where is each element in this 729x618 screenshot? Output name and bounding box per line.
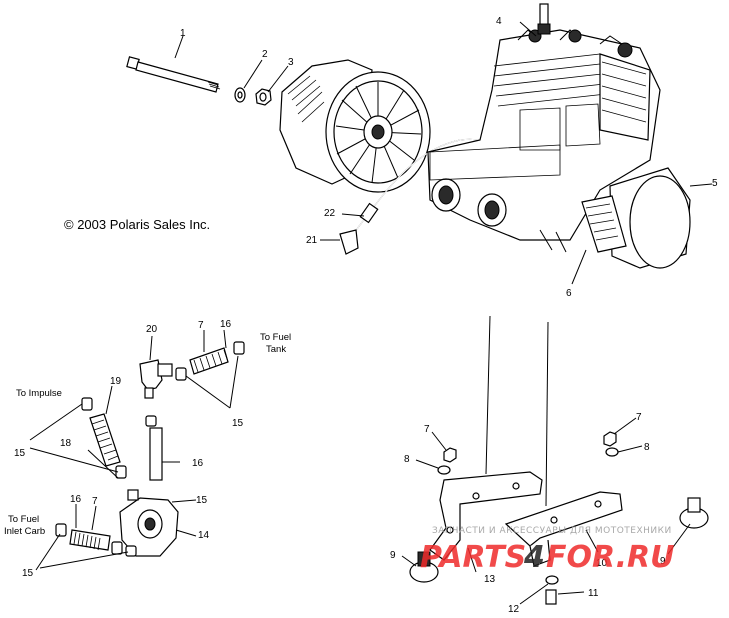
cover-part-5 [609,167,713,269]
label-19: 19 [110,376,122,387]
label-1: 1 [180,28,186,39]
label-17-upper: 7 [198,320,204,331]
label-17-lower: 7 [92,496,98,507]
leader-15-upper-a [185,375,231,409]
label-9-left: 9 [390,550,396,561]
leader-15-left-a [29,403,83,441]
clamp-19-top [81,397,93,411]
bolt-part-1 [126,35,221,93]
sensor-part-4 [519,3,551,37]
clip-part-21 [320,229,359,255]
guide-line-a [485,315,491,475]
clamp-upper-right [233,341,245,355]
label-5: 5 [712,178,718,189]
washer-part-8-left [415,459,451,475]
clamp-19-bottom [115,465,127,479]
label-8-left: 8 [404,454,410,465]
watermark-mid: 4 [523,540,545,575]
part-labels: 1 2 3 4 5 6 22 21 20 7 16 15 19 18 15 16… [14,16,718,615]
washer-part-12 [519,575,559,605]
label-4: 4 [496,16,502,27]
leader-15-bottom-b [39,551,129,569]
bolt-part-11 [545,589,585,605]
label-20: 20 [146,324,158,335]
label-7-right: 7 [636,412,642,423]
label-16-lower: 16 [70,494,82,505]
label-18: 18 [60,438,72,449]
fitting-lower [125,545,137,557]
label-6: 6 [566,288,572,299]
note-to-impulse: To Impulse [16,388,62,399]
copyright-text: © 2003 Polaris Sales Inc. [64,217,210,232]
label-14: 14 [198,530,210,541]
washer-part-8-right [605,445,643,457]
label-7-left: 7 [424,424,430,435]
label-8-right: 8 [644,442,650,453]
isolator-part-9-left [401,551,439,583]
note-to-fuel-tank-2: Tank [266,344,286,355]
fuel-pump-part-14 [119,489,197,557]
label-21: 21 [306,235,318,246]
guide-line-b [545,321,549,507]
label-10: 10 [596,558,608,569]
drive-clutch [279,59,431,193]
leader-15-upper-b [229,355,239,409]
leader-15-left-b [29,447,119,473]
label-16-middle: 16 [192,458,204,469]
engine-block [427,29,661,253]
clamp-lower-left [55,523,67,537]
mount-bracket-part-10 [504,491,623,567]
label-9-right: 9 [660,556,666,567]
hose-lower-part-17 [69,504,111,551]
note-to-fuel-inlet-1: To Fuel [8,514,39,525]
hose-upper-part-17 [189,329,229,375]
nut-part-7-right [603,417,637,447]
clamp-upper-left [175,367,187,381]
note-to-fuel-tank-1: To Fuel [260,332,291,343]
watermark-tagline: ЗАПЧАСТИ И АКСЕССУАРЫ ДЛЯ МОТОТЕХНИКИ [432,526,672,536]
washer-part-2 [234,59,263,103]
label-16-upper: 16 [220,319,232,330]
isolator-part-9-right [667,497,709,555]
watermark-right: FOR.RU [546,540,675,575]
label-15-left: 15 [14,448,26,459]
label-3: 3 [288,57,294,68]
mount-bracket-part-13 [429,471,543,573]
label-12: 12 [508,604,520,615]
label-15-right: 15 [196,495,208,506]
label-15-upper: 15 [232,418,244,429]
label-2: 2 [262,49,268,60]
watermark: ЗАПЧАСТИ И АКСЕССУАРЫ ДЛЯ МОТОТЕХНИКИ PA… [420,526,675,575]
label-11: 11 [588,588,599,599]
clamp-lower-right [111,541,123,555]
fuel-valve-part-20 [139,335,173,399]
note-to-fuel-inlet-2: Inlet Carb [4,526,45,537]
nut-part-7-left [431,431,457,463]
clamp-middle [145,415,157,427]
hose-part-16-middle [149,427,180,481]
watermark-left: PARTS [420,540,526,575]
label-13: 13 [484,574,496,585]
nut-part-3 [255,65,289,106]
leader-15-bottom-a [35,533,61,571]
hose-part-19 [89,385,121,467]
label-15-bottom: 15 [22,568,34,579]
boot-part-6 [571,195,627,285]
label-22: 22 [324,208,336,219]
